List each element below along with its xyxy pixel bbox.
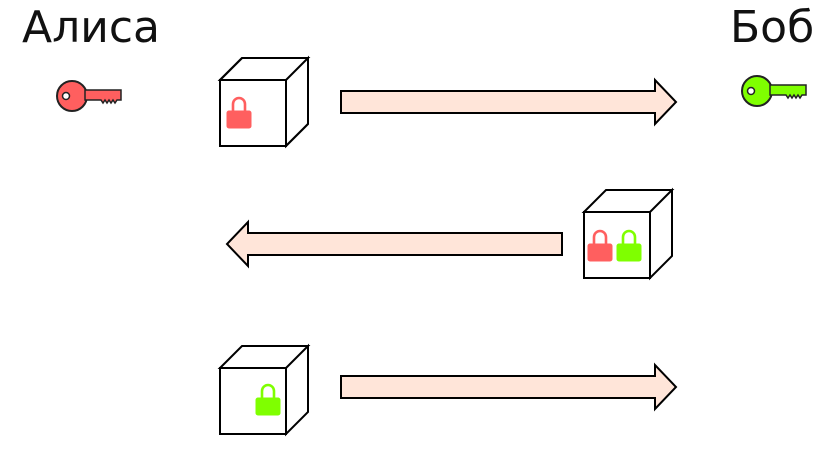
box-step-3 (217, 343, 311, 437)
box-step-1 (217, 55, 311, 149)
alice-key-icon (56, 80, 122, 112)
arrow-step-3-right (340, 362, 678, 412)
arrow-step-1-right (340, 77, 678, 127)
alice-label: Алиса (22, 2, 160, 53)
arrow-step-2-left (225, 219, 563, 269)
bob-label: Боб (730, 2, 815, 53)
bob-key-icon (741, 75, 807, 107)
box-step-2 (581, 187, 675, 281)
